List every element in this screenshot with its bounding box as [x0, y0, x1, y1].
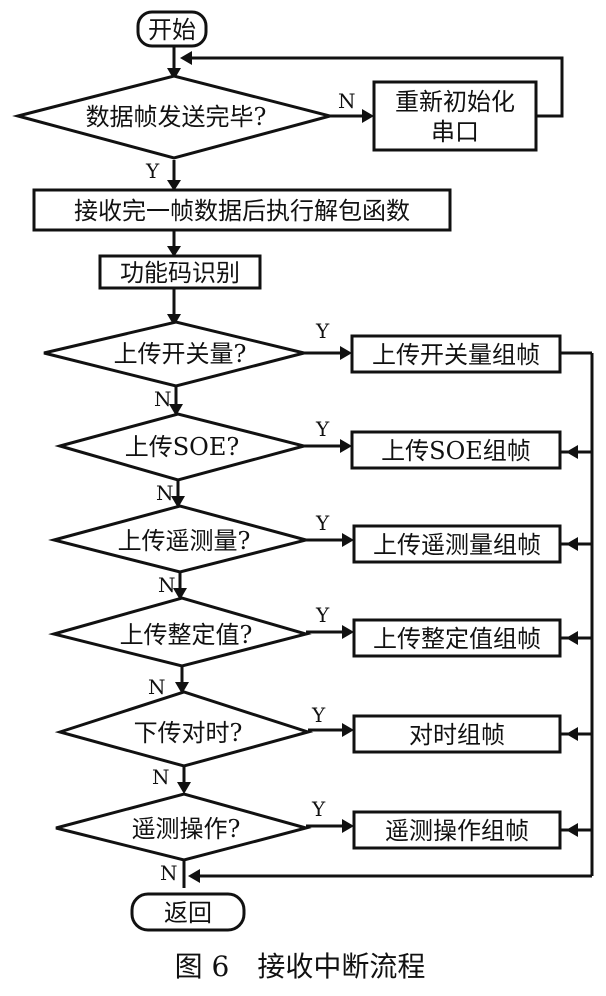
arrow-down-check	[167, 68, 181, 80]
branch-labels: N Y Y N Y N Y N Y N Y N Y N	[145, 89, 356, 885]
arrow-left-ret4	[566, 631, 578, 645]
decision-download-timesync-label: 下传对时?	[134, 719, 243, 747]
box-upload-setting-frame-label: 上传整定值组帧	[373, 625, 541, 653]
arrow-right-a6	[342, 819, 354, 833]
arrow-left-end	[188, 869, 200, 883]
arrow-down-q5	[175, 682, 189, 694]
box-timesync-frame	[352, 714, 562, 754]
arrow-left-ret2	[566, 445, 578, 459]
decision-upload-telemetry-label: 上传遥测量?	[118, 527, 251, 555]
label-yes-q3: Y	[315, 511, 330, 535]
decision-upload-soe-label: 上传SOE?	[125, 433, 240, 461]
end-terminator	[130, 892, 246, 932]
box-upload-switch-frame-label: 上传开关量组帧	[372, 341, 540, 369]
arrow-down-q4	[173, 588, 187, 600]
decision-upload-telemetry	[48, 504, 312, 574]
label-yes-q6: Y	[311, 797, 326, 821]
box-upload-soe-frame-label: 上传SOE组帧	[381, 437, 531, 465]
arrow-left-loop	[180, 51, 192, 65]
unpack-label: 接收完一帧数据后执行解包函数	[74, 197, 410, 225]
start-terminator	[136, 10, 208, 48]
decision-download-timesync	[54, 690, 314, 768]
label-no-q2: N	[156, 481, 174, 505]
decision-remote-operation-label: 遥测操作?	[132, 815, 241, 843]
decision-upload-switch	[43, 320, 305, 388]
start-label: 开始	[148, 16, 196, 44]
arrow-left-ret3	[566, 537, 578, 551]
label-yes-q1: Y	[315, 319, 330, 343]
label-no-q1: N	[154, 387, 172, 411]
label-yes-q5: Y	[311, 703, 326, 727]
arrow-down-q6	[177, 782, 191, 794]
arrow-down-q3	[171, 496, 185, 508]
decision-remote-operation	[55, 792, 312, 862]
arrow-down-q1	[167, 314, 181, 326]
decision-upload-setting-label: 上传整定值?	[120, 621, 253, 649]
func-code-label: 功能码识别	[120, 259, 240, 287]
figure-caption: 图 6 接收中断流程	[175, 950, 426, 983]
decision-upload-soe	[54, 412, 310, 482]
unpack-box	[32, 188, 452, 232]
decision-frame-sent-label: 数据帧发送完毕?	[86, 103, 267, 131]
arrow-right-a1	[340, 346, 352, 360]
end-label: 返回	[164, 899, 212, 927]
label-no-q3: N	[158, 573, 176, 597]
arrow-right-a5	[342, 723, 354, 737]
box-upload-switch-frame	[350, 334, 562, 374]
reinit-serial-box	[372, 80, 538, 152]
arrowheads	[167, 51, 578, 883]
label-yes-q2: Y	[315, 417, 330, 441]
connector-reinit-loop	[188, 56, 564, 118]
box-upload-soe-frame	[350, 430, 562, 470]
box-upload-telemetry-frame	[352, 524, 562, 564]
box-remote-operation-frame-label: 遥测操作组帧	[385, 817, 529, 845]
decision-frame-sent	[12, 74, 336, 160]
label-no-q6: N	[160, 861, 178, 885]
arrow-right-a3	[342, 533, 354, 547]
arrow-right-a4	[342, 625, 354, 639]
arrow-left-ret5	[566, 727, 578, 741]
label-no-check: N	[338, 89, 356, 113]
reinit-serial-label-1: 重新初始化	[395, 88, 515, 116]
arrow-right-reinit	[362, 109, 374, 123]
decision-upload-setting	[48, 596, 312, 668]
box-upload-setting-frame	[352, 618, 562, 658]
arrow-right-a2	[340, 439, 352, 453]
arrow-down-func	[167, 246, 181, 257]
arrow-down-unpack	[167, 180, 181, 191]
func-code-box	[98, 254, 262, 290]
box-upload-telemetry-frame-label: 上传遥测量组帧	[373, 531, 541, 559]
reinit-serial-label-2: 串口	[431, 118, 479, 146]
arrow-left-ret6	[566, 823, 578, 837]
label-yes-q4: Y	[315, 603, 330, 627]
decision-upload-switch-label: 上传开关量?	[114, 340, 247, 368]
label-no-q5: N	[152, 765, 170, 789]
box-remote-operation-frame	[352, 810, 562, 850]
label-no-q4: N	[148, 675, 166, 699]
box-timesync-frame-label: 对时组帧	[409, 721, 505, 749]
label-yes-check: Y	[145, 159, 160, 183]
arrow-down-q2	[169, 404, 183, 416]
